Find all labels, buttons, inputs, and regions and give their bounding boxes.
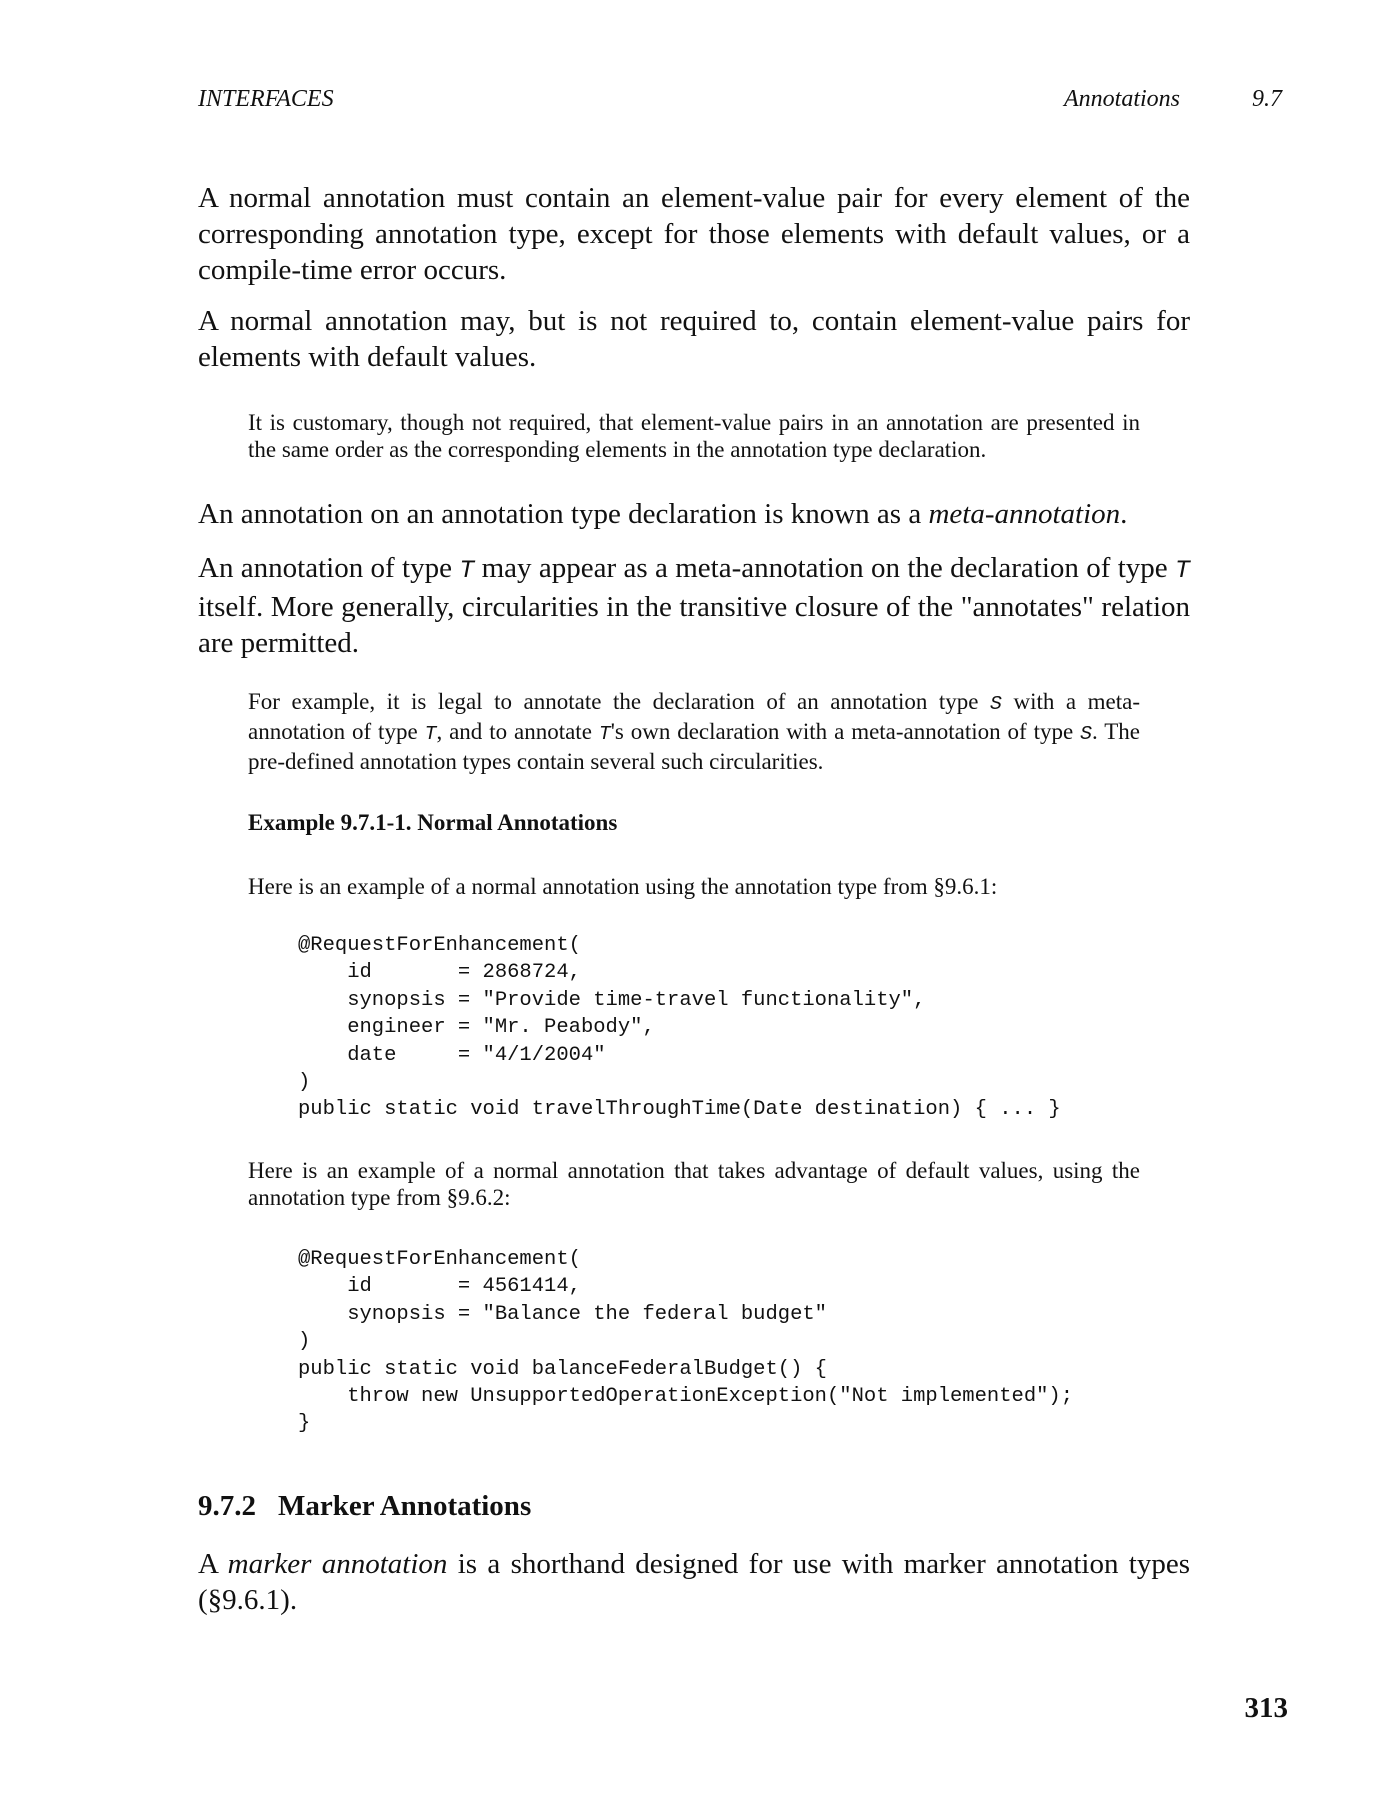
paragraph-circularities: An annotation of type T may appear as a …	[198, 550, 1190, 661]
text-run: For example, it is legal to annotate the…	[248, 689, 991, 714]
text-run: . The pre-defined annotation types conta…	[248, 719, 1140, 774]
code-block-1: @RequestForEnhancement( id = 2868724, sy…	[298, 934, 1061, 1122]
note-circularity-example: For example, it is legal to annotate the…	[248, 688, 1140, 775]
code-type-s: S	[1080, 723, 1092, 745]
text-run: An annotation on an annotation type decl…	[198, 498, 929, 530]
code-type-s: S	[990, 693, 1002, 715]
example-intro-1: Here is an example of a normal annotatio…	[248, 874, 998, 899]
section-title: Marker Annotations	[278, 1490, 532, 1522]
page-number: 313	[1244, 1692, 1289, 1724]
paragraph-default-values: A normal annotation may, but is not requ…	[198, 305, 1190, 373]
text-run: , and to annotate	[436, 719, 599, 744]
text-run: itself. More generally, circularities in…	[198, 591, 1190, 659]
paragraph-meta-annotation: An annotation on an annotation type decl…	[198, 496, 1190, 532]
text-run: may appear as a meta-annotation on the d…	[474, 552, 1176, 584]
term-meta-annotation: meta-annotation	[928, 498, 1121, 530]
example-intro-2: Here is an example of a normal annotatio…	[248, 1158, 1140, 1210]
example-title: Example 9.7.1-1. Normal Annotations	[248, 810, 618, 835]
section-number: 9.7.2	[198, 1490, 256, 1522]
paragraph-marker-annotation: A marker annotation is a shorthand desig…	[198, 1546, 1190, 1618]
running-header-chapter: INTERFACES	[198, 86, 334, 112]
text-run: is a shorthand designed for use with mar…	[198, 1548, 1191, 1616]
code-type-t: T	[424, 723, 437, 745]
code-type-t: T	[1175, 557, 1190, 585]
term-marker-annotation: marker annotation	[227, 1548, 448, 1580]
code-type-t: T	[459, 557, 475, 585]
text-run: .	[1120, 498, 1128, 530]
running-header-section-number: 9.7	[1252, 86, 1282, 112]
code-type-t: T	[598, 723, 611, 745]
text-run: A	[198, 1548, 228, 1580]
running-header-section-title: Annotations	[1064, 86, 1181, 112]
text-run: with a meta-annotation of type	[248, 689, 1140, 744]
section-heading: 9.7.2 Marker Annotations	[198, 1490, 531, 1523]
text-run: 's own declaration with a meta-annotatio…	[610, 719, 1081, 744]
paragraph-normal-annotation-requirement: A normal annotation must contain an elem…	[198, 182, 1190, 286]
code-block-2: @RequestForEnhancement( id = 4561414, sy…	[298, 1248, 1074, 1436]
text-run: An annotation of type	[198, 552, 460, 584]
note-customary-order: It is customary, though not required, th…	[248, 410, 1140, 462]
